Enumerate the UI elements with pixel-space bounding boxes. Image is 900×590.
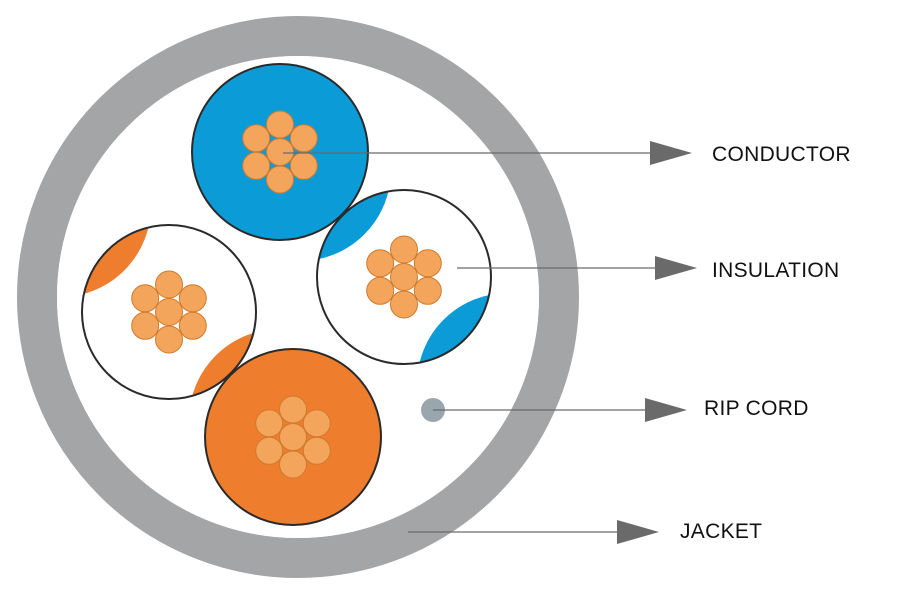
conductor-strand <box>255 409 284 438</box>
white-blue-insulation-outline <box>316 189 492 365</box>
conductor-strand <box>155 270 183 299</box>
conductor-strand <box>279 423 307 451</box>
rip-cord-arrow-icon <box>645 398 687 422</box>
conductor-strand <box>266 138 294 166</box>
white-orange-conductor-strands <box>131 270 207 354</box>
conductor-strand <box>413 249 442 278</box>
conductor-strand <box>155 325 183 354</box>
insulation-arrow-icon <box>655 256 697 280</box>
conductor-strand <box>289 151 318 180</box>
jacket-ring <box>17 16 579 578</box>
conductor-strand <box>242 124 271 153</box>
orange-conductor-strands <box>255 395 331 479</box>
conductor-strand <box>279 450 307 479</box>
white-blue-conductor-strands <box>366 235 442 319</box>
conductor-strand <box>178 311 207 340</box>
conductor-strand <box>178 284 207 313</box>
conductor-strand <box>131 311 160 340</box>
jacket-arrow-icon <box>617 520 659 544</box>
label-rip-cord: RIP CORD <box>704 397 809 420</box>
conductor-strand <box>255 436 284 465</box>
conductor-strand <box>242 151 271 180</box>
conductor-strand <box>279 395 307 424</box>
white-orange-insulation-outline <box>81 224 257 400</box>
core-space <box>57 56 539 538</box>
conductor-strand <box>302 436 331 465</box>
conductor-strand <box>390 235 418 264</box>
label-jacket: JACKET <box>680 520 763 543</box>
blue-conductor-strands <box>242 110 318 194</box>
conductor-strand <box>266 165 294 194</box>
conductor-strand <box>390 290 418 319</box>
label-insulation: INSULATION <box>712 259 840 282</box>
conductor-strand <box>366 276 395 305</box>
conductor-strand <box>131 284 160 313</box>
conductor-strand <box>413 276 442 305</box>
conductor-strand <box>390 263 418 291</box>
conductor-strand <box>302 409 331 438</box>
conductor-strand <box>289 124 318 153</box>
label-conductor: CONDUCTOR <box>712 143 851 166</box>
leader-lines <box>283 141 697 544</box>
conductor-strand <box>155 298 183 326</box>
conductor-strand <box>266 110 294 139</box>
conductor-strand <box>366 249 395 278</box>
conductor-arrow-icon <box>650 141 692 165</box>
